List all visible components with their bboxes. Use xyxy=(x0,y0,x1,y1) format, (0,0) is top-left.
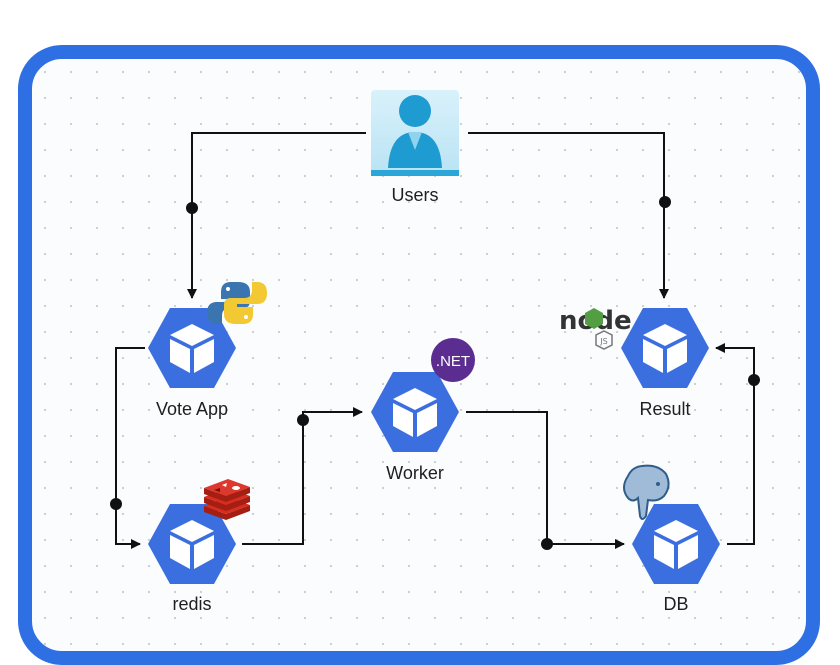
worker-pod[interactable] xyxy=(371,372,459,452)
user-icon xyxy=(371,90,459,176)
redis-label: redis xyxy=(172,594,212,614)
edge-users-to-result xyxy=(468,132,669,299)
vote-app-pod[interactable] xyxy=(148,308,236,388)
connector-dot xyxy=(748,374,760,386)
edge-db-to-result xyxy=(715,343,755,545)
result-label: Result xyxy=(639,399,691,419)
db-pod[interactable] xyxy=(632,504,720,584)
postgresql-logo-icon xyxy=(623,464,670,520)
edge-users-to-vote xyxy=(187,132,366,299)
worker-label: Worker xyxy=(386,463,444,483)
edge-redis-to-worker xyxy=(242,407,363,545)
result-pod[interactable] xyxy=(621,308,709,388)
connector-dot xyxy=(110,498,122,510)
architecture-diagram: .NET node JS xyxy=(110,90,760,584)
edge-worker-to-db xyxy=(466,411,625,549)
db-label: DB xyxy=(663,594,689,614)
kubernetes-pod-icon xyxy=(148,504,236,584)
kubernetes-pod-icon xyxy=(148,308,236,388)
nodejs-logo-icon: node JS xyxy=(559,306,632,350)
kubernetes-pod-icon xyxy=(621,308,709,388)
vote-app-label: Vote App xyxy=(155,399,229,419)
dotnet-badge-text: .NET xyxy=(436,353,470,370)
connector-dots xyxy=(110,196,760,550)
kubernetes-pod-icon xyxy=(632,504,720,584)
connector-dot xyxy=(186,202,198,214)
connector-dot xyxy=(659,196,671,208)
users-node[interactable] xyxy=(371,90,459,176)
redis-pod[interactable] xyxy=(148,504,236,584)
dotnet-logo-icon: .NET xyxy=(431,338,475,382)
python-logo-icon xyxy=(207,282,267,324)
connector-dot xyxy=(297,414,309,426)
users-label: Users xyxy=(391,185,439,205)
edge-vote-to-redis xyxy=(115,347,145,549)
connectors xyxy=(115,132,755,549)
nodejs-js-text: JS xyxy=(599,337,607,346)
connector-dot xyxy=(541,538,553,550)
kubernetes-pod-icon xyxy=(371,372,459,452)
redis-logo-icon xyxy=(204,479,250,520)
